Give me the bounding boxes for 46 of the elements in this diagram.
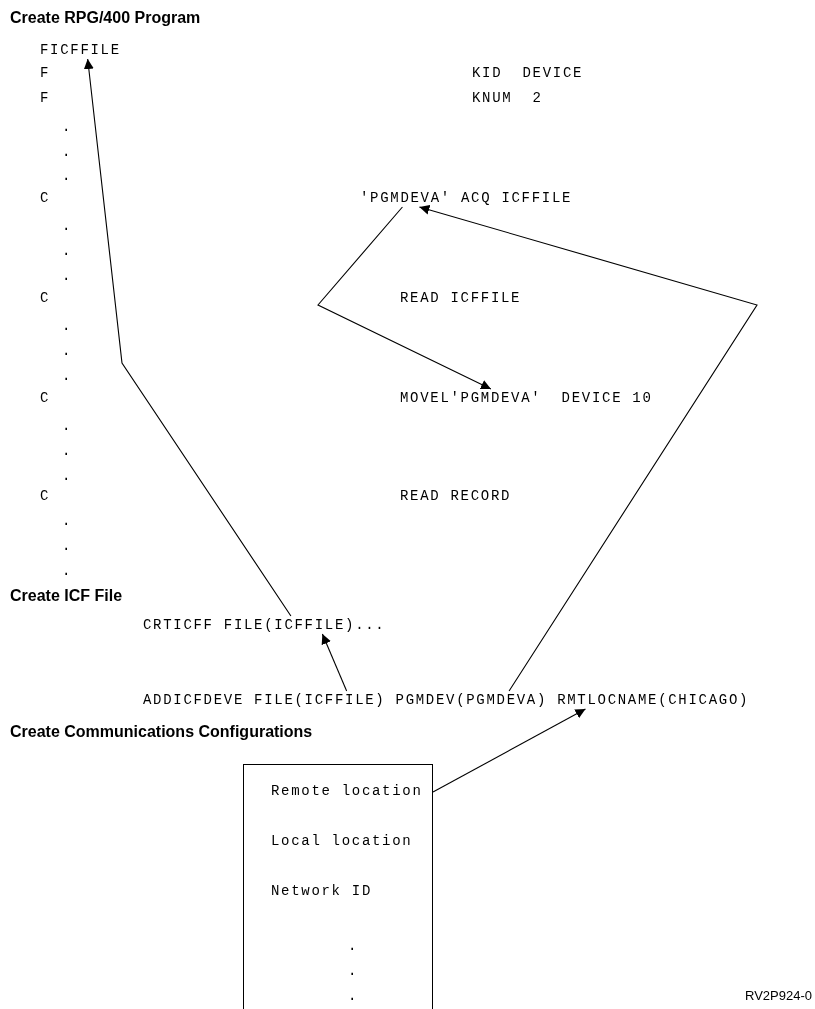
code-line: C: [40, 487, 51, 505]
code-line: ADDICFDEVE FILE(ICFFILE) PGMDEV(PGMDEVA) RMTLOCNAME(CHICAGO): [143, 691, 750, 709]
ellipsis-dot: .: [62, 167, 73, 185]
ellipsis-dot: .: [62, 562, 73, 580]
ellipsis-dot: .: [348, 987, 359, 1005]
arrow: [432, 708, 586, 793]
code-line: C: [40, 289, 51, 307]
code-line: F: [40, 64, 51, 82]
section-heading: Create Communications Configurations: [10, 722, 313, 742]
configuration-panel: [243, 764, 433, 1009]
ellipsis-dot: .: [62, 537, 73, 555]
code-line: F: [40, 89, 51, 107]
code-line: KNUM 2: [472, 89, 543, 107]
code-line: READ ICFFILE: [400, 289, 522, 307]
field-label: Network ID: [271, 882, 372, 900]
arrow: [321, 633, 348, 692]
code-line: C: [40, 189, 51, 207]
ellipsis-dot: .: [62, 417, 73, 435]
ellipsis-dot: .: [62, 317, 73, 335]
ellipsis-dot: .: [62, 342, 73, 360]
ellipsis-dot: .: [348, 962, 359, 980]
ellipsis-dot: .: [62, 267, 73, 285]
ellipsis-dot: .: [62, 442, 73, 460]
code-line: KID DEVICE: [472, 64, 584, 82]
arrow: [317, 206, 492, 390]
ellipsis-dot: .: [62, 367, 73, 385]
code-line: CRTICFF FILE(ICFFILE)...: [143, 616, 386, 634]
code-line: READ RECORD: [400, 487, 512, 505]
arrow: [83, 58, 292, 617]
arrow: [418, 205, 758, 692]
section-heading: Create ICF File: [10, 586, 123, 606]
section-heading: Create RPG/400 Program: [10, 8, 201, 28]
code-line: C: [40, 389, 51, 407]
field-label: Local location: [271, 832, 413, 850]
figure-id: RV2P924-0: [745, 988, 812, 1004]
ellipsis-dot: .: [62, 242, 73, 260]
ellipsis-dot: .: [62, 512, 73, 530]
code-line: MOVEL'PGMDEVA' DEVICE 10: [400, 389, 653, 407]
ellipsis-dot: .: [62, 118, 73, 136]
field-label: Remote location: [271, 782, 423, 800]
code-line: FICFFILE: [40, 41, 121, 59]
ellipsis-dot: .: [348, 937, 359, 955]
ellipsis-dot: .: [62, 143, 73, 161]
code-line: 'PGMDEVA' ACQ ICFFILE: [360, 189, 573, 207]
ellipsis-dot: .: [62, 467, 73, 485]
ellipsis-dot: .: [62, 217, 73, 235]
